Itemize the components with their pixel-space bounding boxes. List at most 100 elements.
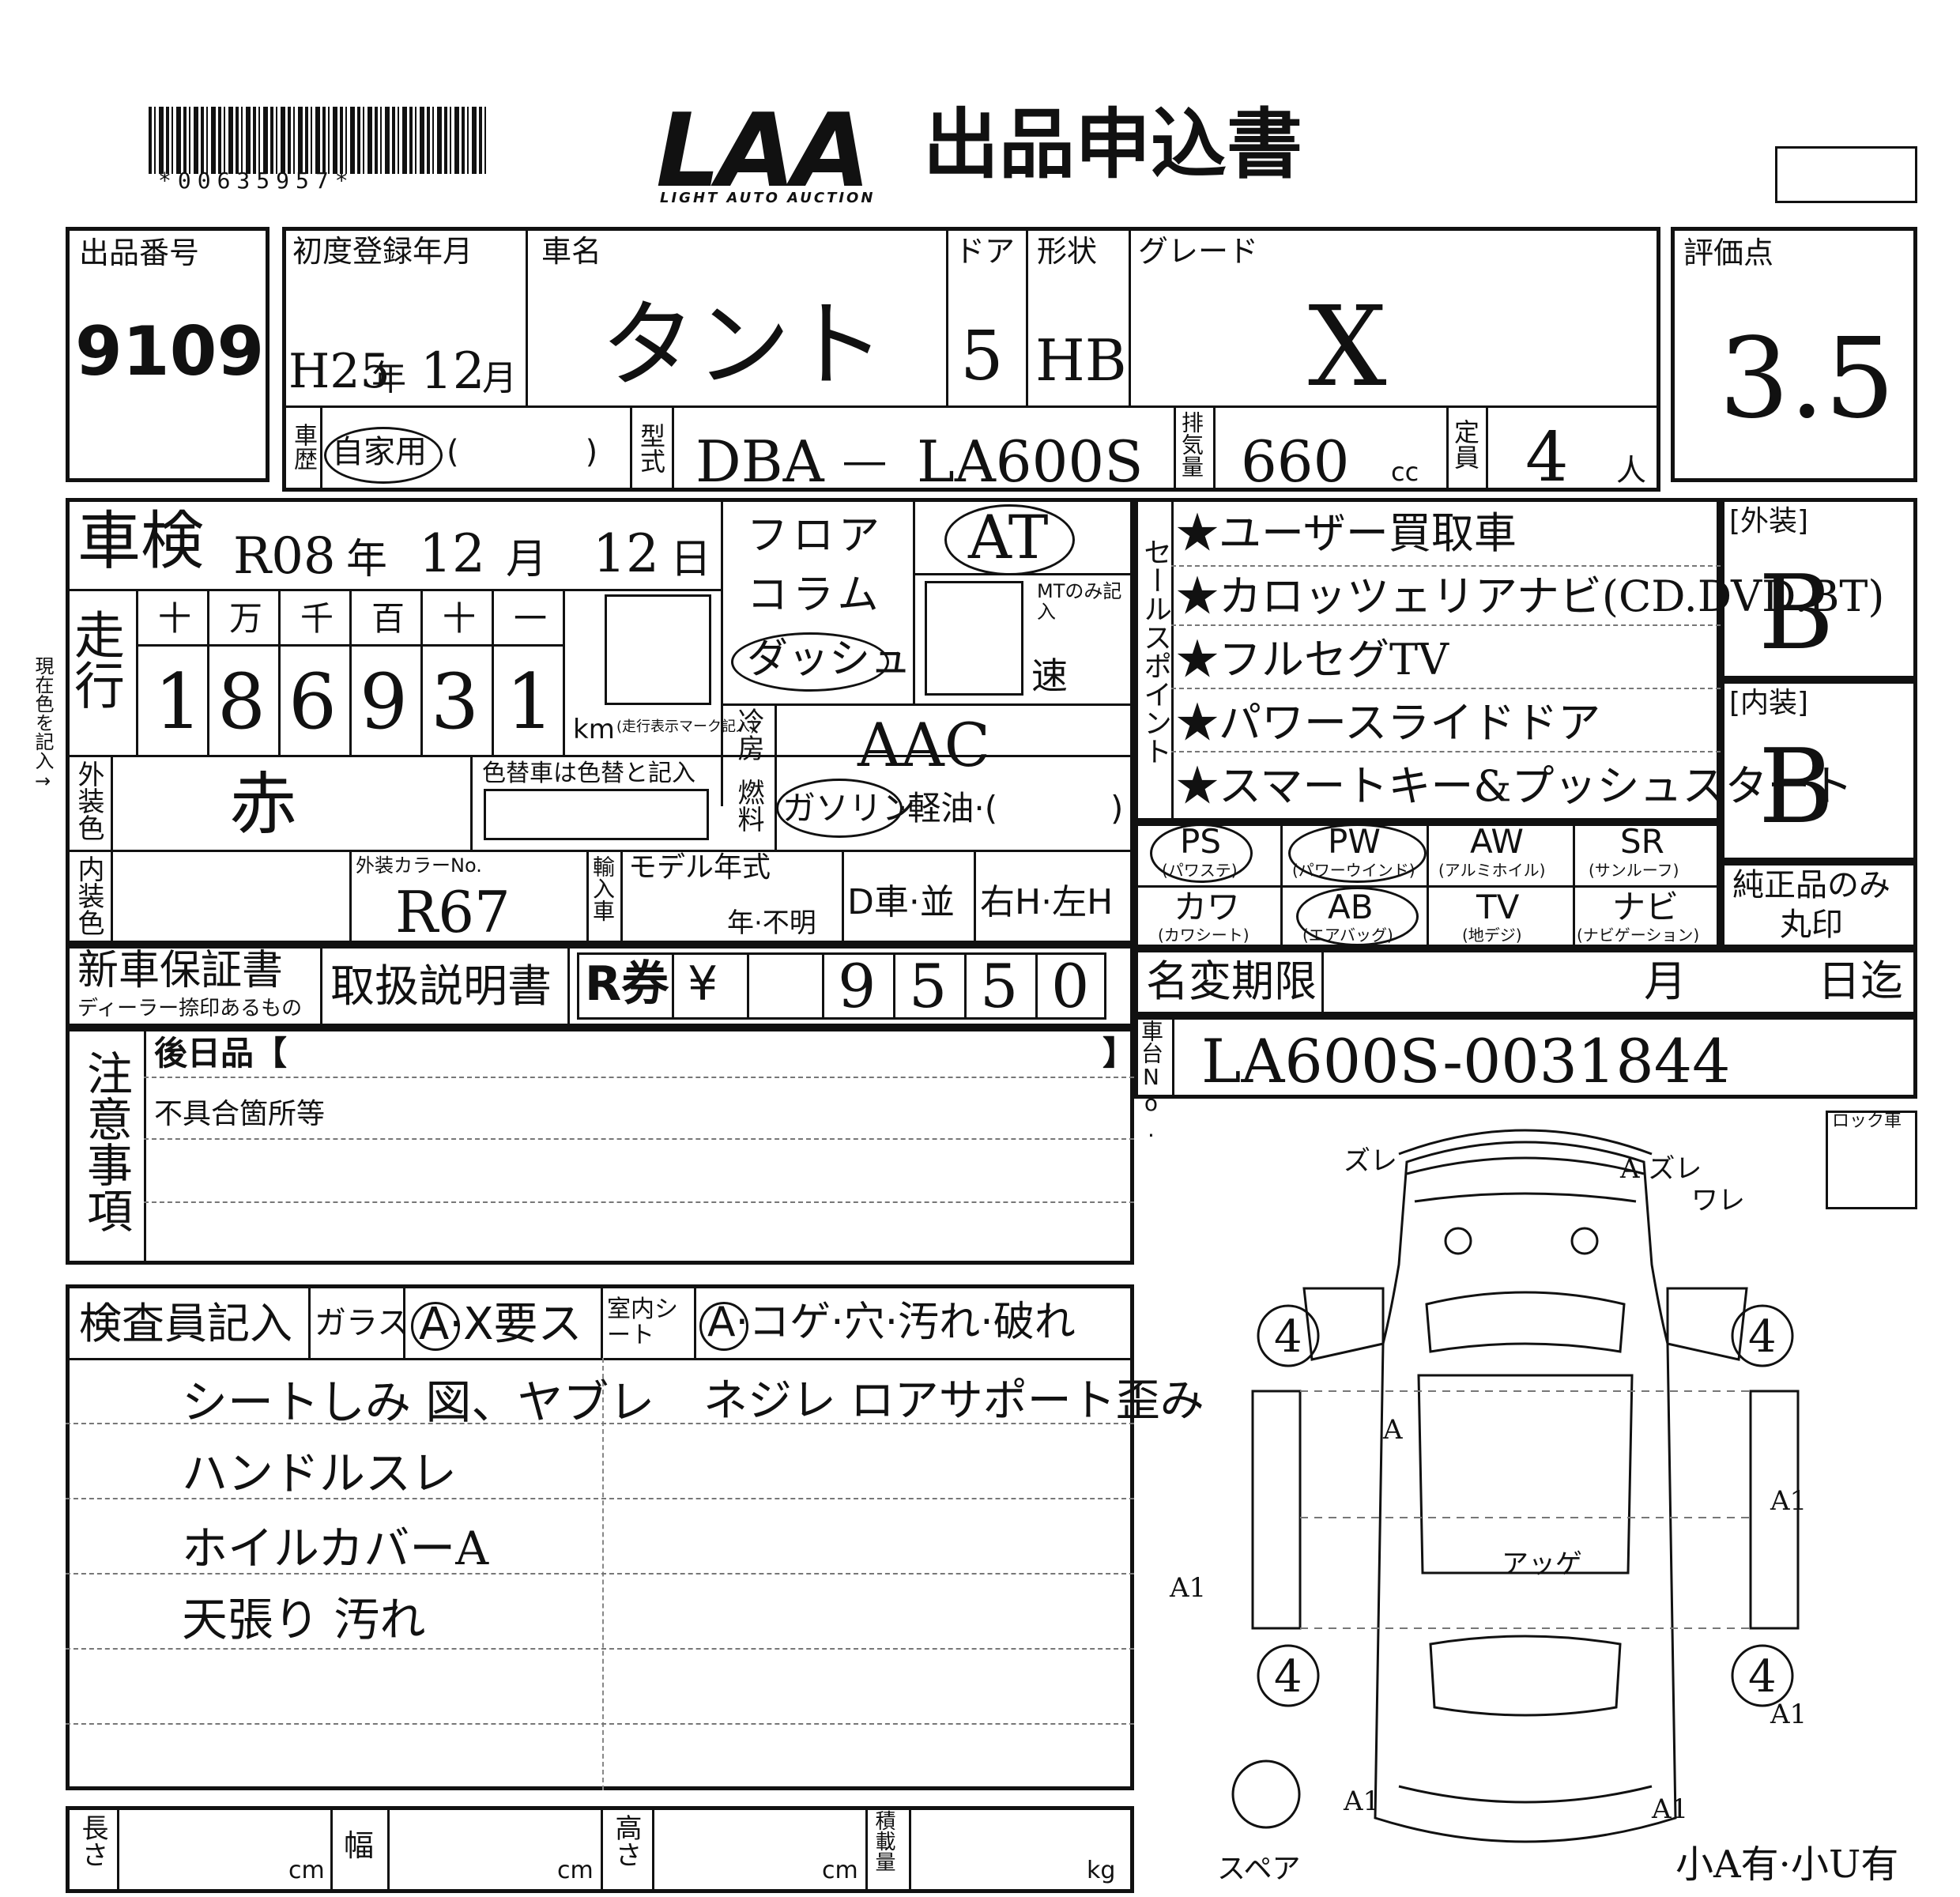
recycle-label: R券 bbox=[585, 956, 669, 1012]
inspector-comment-3: ホイルカバーA bbox=[182, 1522, 489, 1575]
inspector-comment-4: 天張り 汚れ bbox=[182, 1593, 426, 1646]
recycle-digit-4: 0 bbox=[1051, 951, 1090, 1021]
genuine-line2: 丸印 bbox=[1780, 907, 1843, 943]
score-box bbox=[1671, 227, 1917, 482]
lock-label: ロック車 bbox=[1832, 1111, 1902, 1131]
shift-dash: ダッシュ bbox=[747, 635, 912, 683]
barcode bbox=[149, 107, 488, 174]
glass-options: A·X要ス bbox=[419, 1299, 582, 1350]
mark-1: ズレ bbox=[1344, 1145, 1397, 1177]
car-name-label: 車名 bbox=[541, 234, 602, 269]
car-diagram: 4 4 4 4 ズレ A ズレ ワレ A1 A1 A1 A1 アッゲ A1 A bbox=[1169, 1129, 1807, 1843]
fuel-label: 燃料 bbox=[733, 779, 764, 832]
door-left bbox=[1251, 1390, 1302, 1630]
notes-later: 後日品【 bbox=[154, 1034, 288, 1073]
car-name-value: タント bbox=[601, 291, 885, 401]
body-shape-value: HB bbox=[1035, 327, 1127, 394]
mileage-digit-2: 8 bbox=[217, 658, 266, 746]
equip-sr: SR bbox=[1620, 822, 1664, 861]
tire-rl: 4 bbox=[1274, 1651, 1302, 1703]
exterior-grade-box bbox=[1721, 498, 1917, 680]
barcode-number: *00635957* bbox=[158, 168, 355, 194]
dimensions-box bbox=[66, 1806, 1134, 1893]
glass-label: ガラス bbox=[315, 1305, 409, 1341]
mileage-digit-4: 9 bbox=[360, 658, 409, 746]
glass-a-circle bbox=[411, 1302, 460, 1351]
equip-ab-sub: (エアバッグ) bbox=[1302, 926, 1393, 945]
sales-point-3: ★フルセグTV bbox=[1176, 635, 1449, 685]
mileage-digit-3: 6 bbox=[288, 658, 337, 746]
aircon-value: AAC bbox=[858, 710, 990, 780]
first-registration-label: 初度登録年月 bbox=[292, 234, 473, 269]
model-year-unit: 年·不明 bbox=[727, 907, 816, 939]
equip-ab-circle bbox=[1296, 887, 1419, 946]
equip-tv-sub: (地デジ) bbox=[1462, 926, 1522, 945]
history-paren: ( ) bbox=[447, 434, 598, 470]
fuel-other: ·軽油·( bbox=[897, 789, 998, 828]
mark-8: アッゲ bbox=[1502, 1548, 1582, 1580]
mileage-label: 走行 bbox=[66, 609, 124, 710]
score-label: 評価点 bbox=[1683, 236, 1774, 270]
mt-box bbox=[925, 581, 1023, 696]
dim-length-unit: cm bbox=[288, 1857, 325, 1884]
equip-aw: AW bbox=[1470, 822, 1524, 861]
model-code-label: 型式 bbox=[636, 423, 666, 473]
interior-grade-value: B bbox=[1758, 726, 1834, 847]
dim-width-unit: cm bbox=[557, 1857, 594, 1884]
equip-ps-circle bbox=[1150, 824, 1253, 883]
inspector-comment-right: ネジレ ロアサポート歪み bbox=[703, 1375, 1204, 1427]
dim-width-label: 幅 bbox=[344, 1828, 375, 1863]
inspector-label: 検査員記入 bbox=[79, 1299, 292, 1348]
equip-tv: TV bbox=[1476, 888, 1520, 926]
first-registration-month: 12 bbox=[420, 342, 485, 401]
history-label: 車歴 bbox=[289, 423, 317, 470]
mark-9: A1 bbox=[1651, 1793, 1688, 1825]
first-registration-nen: 年 bbox=[371, 358, 406, 398]
interior-a-circle bbox=[699, 1302, 748, 1351]
lot-label: 出品番号 bbox=[79, 236, 200, 270]
rear-window bbox=[1429, 1635, 1622, 1717]
equip-leather: カワ bbox=[1174, 888, 1241, 926]
inspection-nichi: 日 bbox=[670, 536, 712, 583]
recycle-yen: ¥ bbox=[688, 956, 718, 1012]
mileage-digit-5: 3 bbox=[431, 658, 480, 746]
recycle-digit-1: 9 bbox=[838, 951, 876, 1021]
interior-seat-label: 室内シート bbox=[607, 1295, 678, 1349]
mileage-km: km bbox=[573, 714, 615, 745]
dim-load-unit: kg bbox=[1087, 1857, 1116, 1884]
name-change-box bbox=[1134, 948, 1917, 1016]
mark-10: A bbox=[1382, 1414, 1403, 1446]
repaint-box bbox=[484, 789, 709, 840]
spare-tire bbox=[1231, 1759, 1301, 1829]
door-right bbox=[1749, 1390, 1800, 1630]
lot-box bbox=[66, 227, 270, 482]
genuine-line1: 純正品のみ bbox=[1732, 867, 1890, 903]
equip-sr-sub: (サンルーフ) bbox=[1589, 861, 1679, 880]
exterior-grade-value: B bbox=[1758, 553, 1834, 673]
sales-points-box bbox=[1134, 498, 1721, 822]
lock-box bbox=[1826, 1111, 1917, 1209]
capacity-unit: 人 bbox=[1616, 453, 1647, 488]
shift-dash-circle bbox=[731, 632, 889, 692]
laa-logo: LAA bbox=[656, 92, 871, 210]
history-value: 自家用 bbox=[332, 434, 427, 470]
inspector-box bbox=[66, 1284, 1134, 1790]
wheel-front-left bbox=[1257, 1304, 1320, 1367]
interior-grade-box bbox=[1721, 680, 1917, 862]
inspector-comment-2: ハンドルスレ bbox=[182, 1446, 458, 1500]
fuel-gasoline: ガソリン bbox=[782, 789, 916, 828]
inspection-nen: 年 bbox=[346, 536, 388, 583]
first-registration-getsu: 月 bbox=[482, 358, 517, 398]
displacement-unit: cc bbox=[1391, 457, 1419, 487]
mileage-km-note: (走行表示マーク記入) bbox=[616, 718, 756, 735]
mileage-unit-1: 十 bbox=[158, 599, 192, 638]
notes-box bbox=[66, 1028, 1134, 1265]
vehicle-box bbox=[282, 227, 1660, 492]
spec-box bbox=[66, 498, 1134, 945]
mark-6: A1 bbox=[1770, 1699, 1807, 1730]
warranty-sub: ディーラー捺印あるもの bbox=[77, 997, 303, 1020]
history-circle bbox=[324, 427, 443, 484]
sales-point-4: ★パワースライドドア bbox=[1176, 698, 1601, 748]
tire-fl: 4 bbox=[1274, 1311, 1302, 1363]
notes-defects: 不具合箇所等 bbox=[154, 1098, 326, 1130]
